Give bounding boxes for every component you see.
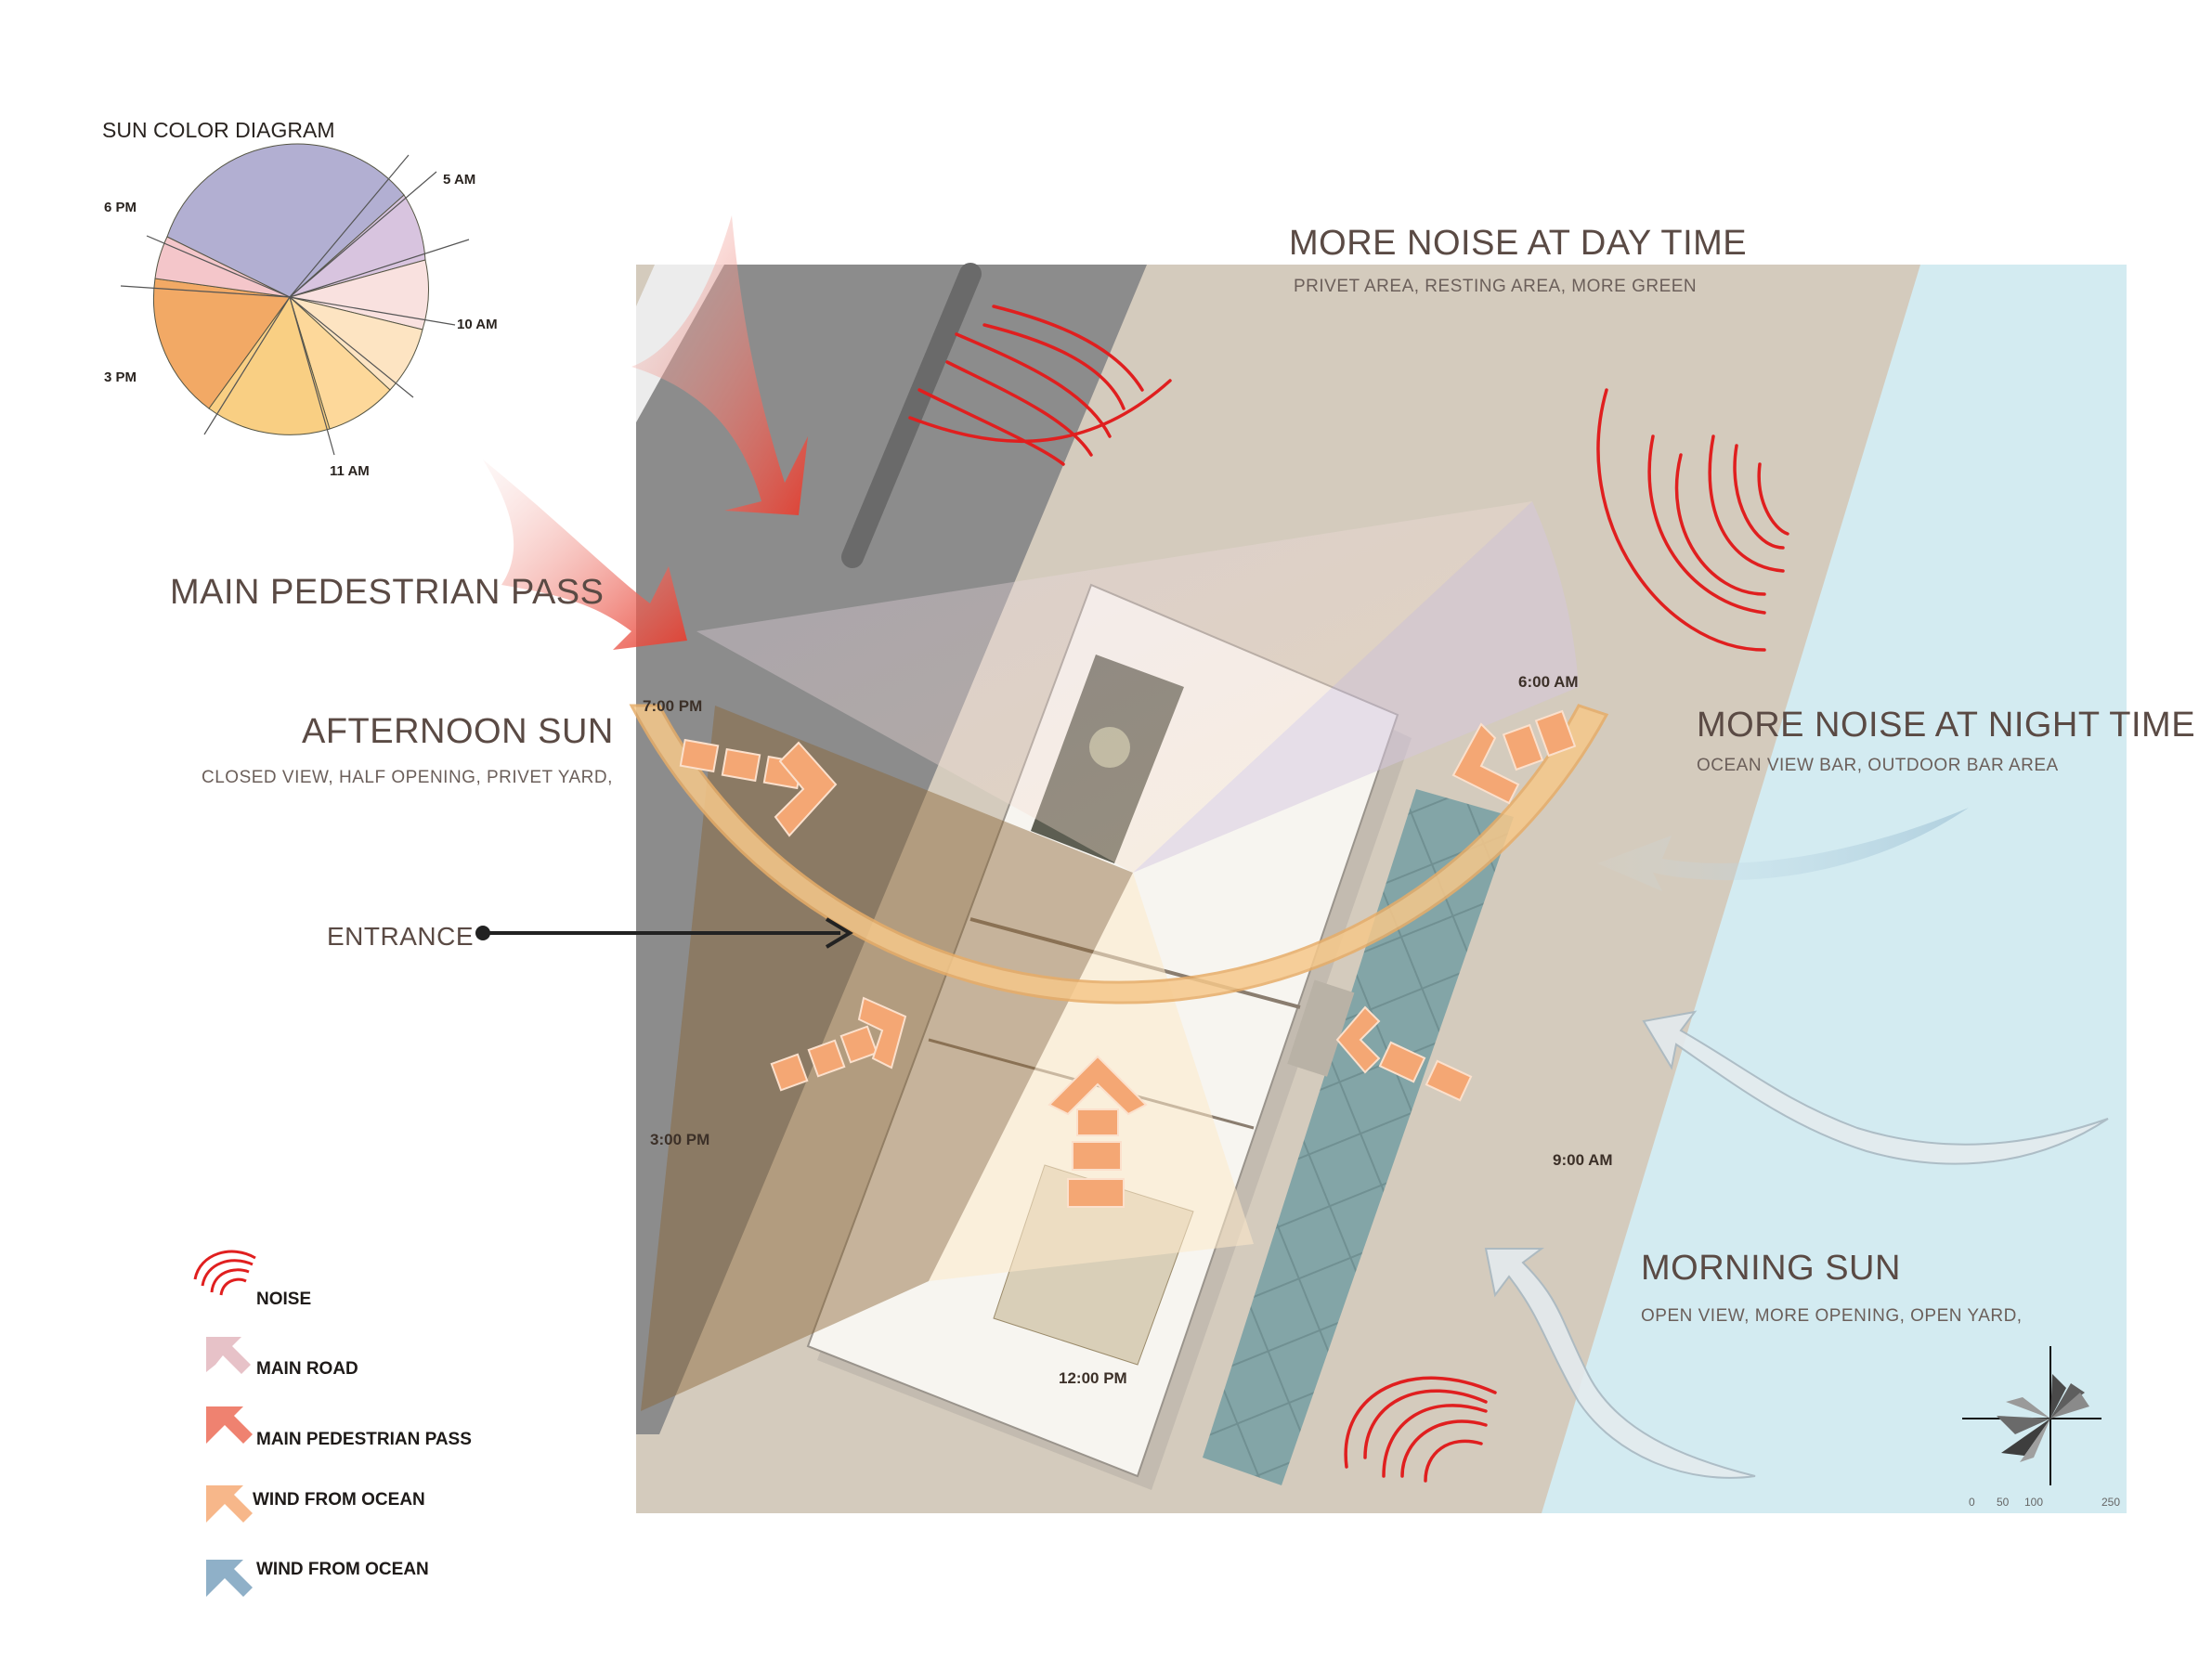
legend-label-main-pedestrian-pass: MAIN PEDESTRIAN PASS xyxy=(256,1430,472,1449)
legend-label-main-road: MAIN ROAD xyxy=(256,1359,358,1379)
heading-entrance: ENTRANCE xyxy=(327,922,474,951)
sun-path-arc xyxy=(629,704,1609,1004)
scale-tick-0: 0 xyxy=(1969,1496,1975,1509)
heading-more-noise-night: MORE NOISE AT NIGHT TIME xyxy=(1697,706,2195,745)
wind-markers xyxy=(679,709,1577,1208)
main-road xyxy=(636,265,1147,1434)
pie-slice-3pm xyxy=(152,278,291,409)
sun-diagram-title: SUN COLOR DIAGRAM xyxy=(102,118,334,142)
legend-label-wind-cool: WIND FROM OCEAN xyxy=(256,1560,429,1579)
north-arrow-wind-rose xyxy=(1962,1346,2101,1485)
legend-pedestrian-icon xyxy=(206,1406,253,1444)
pedestrian-arrow-1 xyxy=(631,215,808,515)
building-core xyxy=(1287,979,1355,1077)
scale-bar: 0 50 100 250 xyxy=(1969,1496,2120,1509)
legend-main-road-icon xyxy=(206,1337,251,1374)
legend: NOISE MAIN ROAD MAIN PEDESTRIAN PASS WIN… xyxy=(193,1250,472,1597)
wind-marker-northwest xyxy=(679,738,838,837)
pie-label-10am: 10 AM xyxy=(457,317,498,332)
pie-slice-evening xyxy=(166,143,405,298)
wind-arrow-top xyxy=(1597,808,1969,891)
sun-fan-morning xyxy=(696,501,1532,873)
pie-leader-lines xyxy=(120,154,470,456)
subheading-more-noise-night: OCEAN VIEW BAR, OUTDOOR BAR AREA xyxy=(1697,756,2059,775)
pie-label-5am: 5 AM xyxy=(443,172,475,188)
sun-time-7pm: 7:00 PM xyxy=(643,697,702,715)
sun-time-9am: 9:00 AM xyxy=(1553,1151,1613,1169)
glass-facade xyxy=(1203,789,1514,1485)
wind-arrow-bottom xyxy=(1484,1248,1756,1479)
legend-item-main-road: MAIN ROAD xyxy=(206,1337,358,1379)
noise-symbol-road xyxy=(908,305,1172,466)
pie-label-6pm: 6 PM xyxy=(104,200,137,215)
legend-noise-icon xyxy=(193,1250,256,1296)
heading-afternoon-sun: AFTERNOON SUN xyxy=(302,712,614,751)
scale-tick-100: 100 xyxy=(2024,1496,2043,1509)
legend-label-wind-warm: WIND FROM OCEAN xyxy=(253,1490,425,1510)
legend-wind-warm-icon xyxy=(206,1485,253,1523)
legend-item-wind-cool: WIND FROM OCEAN xyxy=(206,1560,429,1597)
wind-arrows xyxy=(1484,808,2109,1479)
wind-marker-east xyxy=(1335,1005,1473,1102)
subheading-morning-sun: OPEN VIEW, MORE OPENING, OPEN YARD, xyxy=(1641,1306,2023,1326)
sun-time-6am: 6:00 AM xyxy=(1518,673,1579,691)
sun-path xyxy=(629,501,1609,1411)
legend-item-wind-warm: WIND FROM OCEAN xyxy=(206,1485,425,1523)
pie-label-3pm: 3 PM xyxy=(104,369,137,385)
heading-main-pedestrian-pass: MAIN PEDESTRIAN PASS xyxy=(170,573,605,612)
road-median xyxy=(841,263,982,568)
noise-symbol-south xyxy=(1344,1376,1497,1483)
legend-label-noise: NOISE xyxy=(256,1290,311,1309)
wind-marker-northeast xyxy=(1451,709,1577,805)
entrance-arrow xyxy=(475,917,853,949)
legend-item-noise: NOISE xyxy=(193,1250,311,1309)
scale-tick-50: 50 xyxy=(1997,1496,2010,1509)
noise-symbols xyxy=(908,305,1789,1483)
pedestrian-arrows xyxy=(483,215,808,650)
scale-tick-250: 250 xyxy=(2101,1496,2120,1509)
subheading-more-noise-day: PRIVET AREA, RESTING AREA, MORE GREEN xyxy=(1294,277,1697,296)
wind-marker-south xyxy=(1047,1055,1148,1208)
legend-item-main-pedestrian-pass: MAIN PEDESTRIAN PASS xyxy=(206,1406,472,1449)
sun-color-diagram xyxy=(120,143,470,456)
heading-more-noise-day: MORE NOISE AT DAY TIME xyxy=(1289,224,1747,263)
ocean-area xyxy=(1542,265,2127,1513)
wind-arrow-mid xyxy=(1642,1010,2109,1165)
pie-label-11am: 11 AM xyxy=(330,463,370,479)
sun-fan-day xyxy=(1133,501,1579,873)
pedestrian-arrow-2 xyxy=(483,460,687,650)
heading-morning-sun: MORNING SUN xyxy=(1641,1249,1901,1288)
noise-symbol-beach xyxy=(1596,388,1789,652)
legend-wind-cool-icon xyxy=(206,1560,253,1597)
sun-time-3pm: 3:00 PM xyxy=(650,1131,709,1148)
subheading-afternoon-sun: CLOSED VIEW, HALF OPENING, PRIVET YARD, xyxy=(202,768,613,787)
sun-time-12pm: 12:00 PM xyxy=(1059,1369,1127,1387)
wind-marker-west xyxy=(770,996,907,1092)
